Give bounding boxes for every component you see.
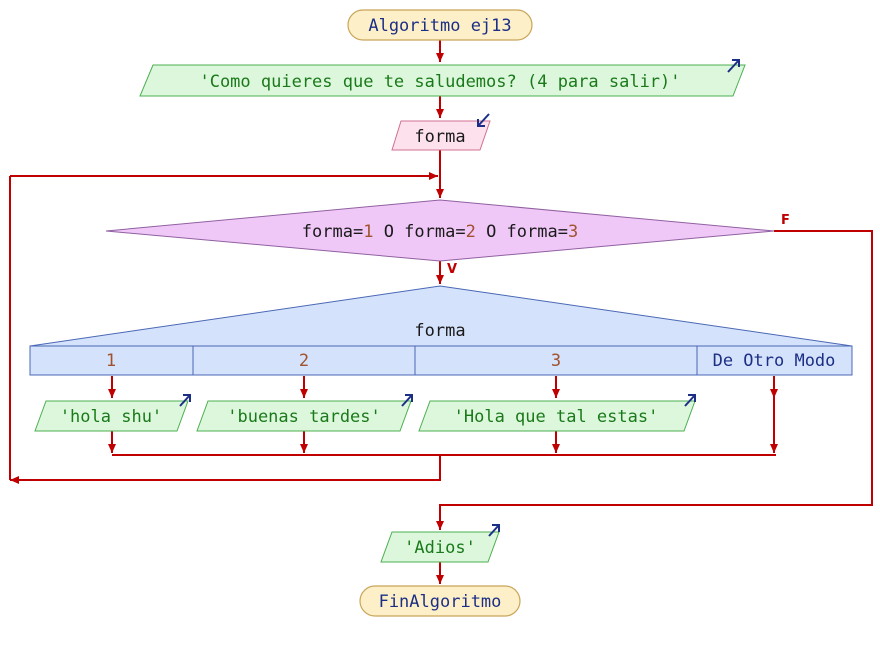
flow-loop-bottom <box>10 455 441 484</box>
case-label-3: 3 <box>551 351 561 371</box>
farewell-text: 'Adios' <box>404 538 476 558</box>
end-label: FinAlgoritmo <box>379 592 502 612</box>
output-arrow-icon <box>488 524 500 537</box>
default-label: De Otro Modo <box>713 351 836 371</box>
output-farewell: 'Adios' <box>380 524 500 563</box>
condition-text: forma=1 O forma=2 O forma=3 <box>302 222 578 242</box>
condition-part: forma= <box>302 222 363 242</box>
case-label-2: 2 <box>299 351 309 371</box>
read-variable: forma <box>414 127 465 147</box>
start-terminal: Algoritmo ej13 <box>347 9 533 41</box>
condition-part: O forma= <box>373 222 465 242</box>
true-label: V <box>447 262 457 277</box>
input-arrow-icon <box>477 113 490 127</box>
condition-part: 1 <box>363 222 373 242</box>
condition-part: O forma= <box>476 222 568 242</box>
output-arrow-icon <box>401 394 413 407</box>
case-output-text: 'Hola que tal estas' <box>454 407 659 427</box>
output-arrow-icon <box>727 59 740 73</box>
case-output-1: 'hola shu' <box>34 394 191 432</box>
output-arrow-icon <box>684 394 696 407</box>
condition-part: 3 <box>568 222 578 242</box>
loop-condition-diamond: forma=1 O forma=2 O forma=3 V F <box>105 199 790 277</box>
condition-part: 2 <box>466 222 476 242</box>
start-label: Algoritmo ej13 <box>368 16 511 36</box>
case-output-text: 'buenas tardes' <box>227 407 381 427</box>
case-label-1: 1 <box>106 351 116 371</box>
switch-block: forma 1 2 3 De Otro Modo <box>29 285 853 376</box>
flow-lines <box>9 40 873 584</box>
switch-variable: forma <box>414 321 465 341</box>
flow-condition-false <box>436 230 873 530</box>
end-terminal: FinAlgoritmo <box>359 585 521 617</box>
case-output-3: 'Hola que tal estas' <box>418 394 696 432</box>
output-arrow-icon <box>179 394 191 407</box>
input-read: forma <box>391 113 491 151</box>
output-prompt: 'Como quieres que te saludemos? (4 para … <box>139 59 746 97</box>
false-label: F <box>781 213 790 228</box>
case-output-text: 'hola shu' <box>60 407 162 427</box>
case-output-2: 'buenas tardes' <box>196 394 413 432</box>
prompt-text: 'Como quieres que te saludemos? (4 para … <box>199 72 680 92</box>
